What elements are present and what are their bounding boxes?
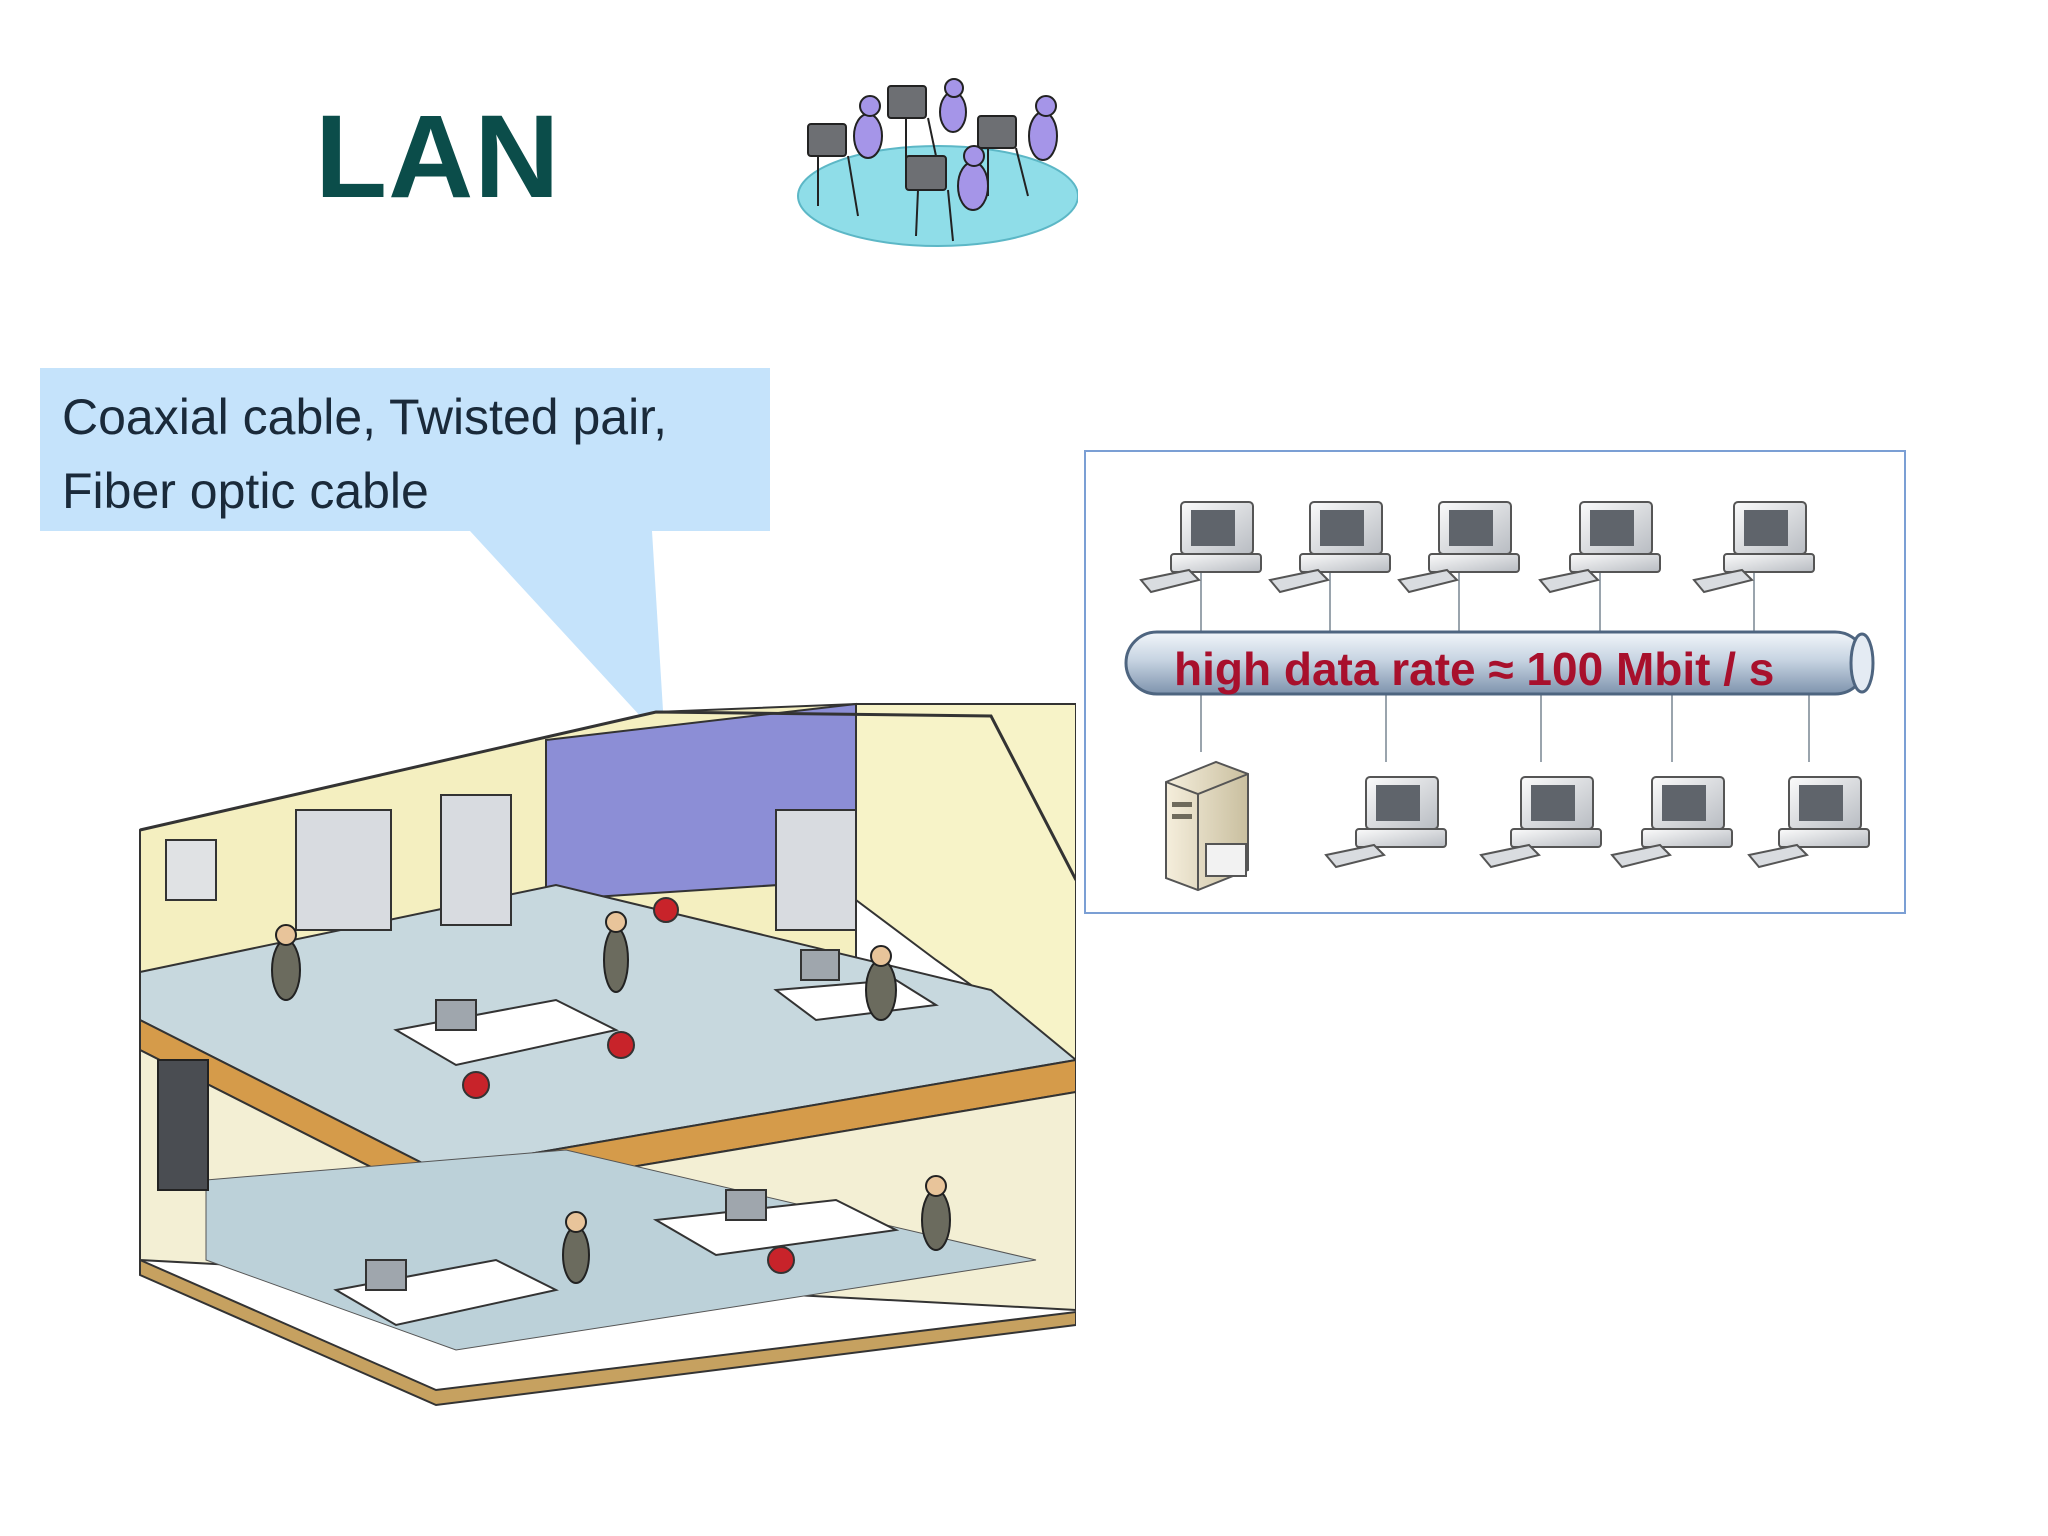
network-bus-cable — [1124, 630, 1875, 696]
workstation-icon — [1268, 501, 1391, 594]
people-at-computers-icon — [797, 78, 1078, 247]
workstation-icon — [1139, 501, 1262, 594]
workstation-icon — [1538, 501, 1661, 594]
callout-text: Coaxial cable, Twisted pair, Fiber optic… — [62, 380, 762, 528]
workstation-icon — [1479, 776, 1602, 869]
callout-bubble — [40, 368, 770, 743]
callout-line-1: Coaxial cable, Twisted pair, — [62, 389, 667, 445]
workstation-icon — [1397, 501, 1520, 594]
server-icon — [1165, 760, 1249, 892]
network-diagram-graphic — [1124, 501, 1875, 892]
network-diagram: high data rate ≈ 100 Mbit / s — [1084, 450, 1906, 914]
slide-title: LAN — [315, 91, 561, 223]
callout-line-2: Fiber optic cable — [62, 463, 429, 519]
workstation-icon — [1324, 776, 1447, 869]
bus-rate-label: high data rate ≈ 100 Mbit / s — [1174, 643, 1775, 695]
workstation-icon — [1747, 776, 1870, 869]
workstation-icon — [1610, 776, 1733, 869]
workstation-icon — [1692, 501, 1815, 594]
office-building-illustration — [139, 702, 1076, 1407]
